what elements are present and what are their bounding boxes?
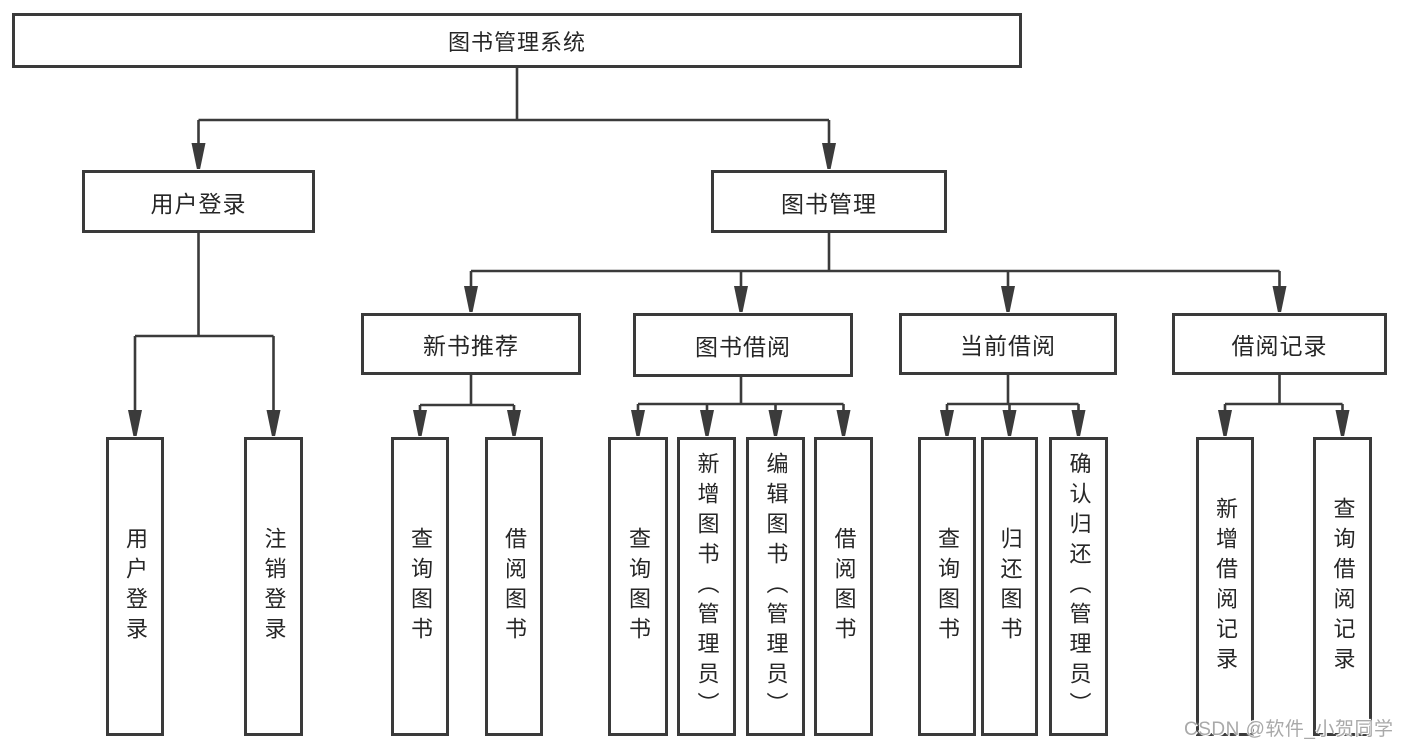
arrow-down-icon <box>1071 410 1086 436</box>
leaf-logout: 注销登录 <box>244 437 303 736</box>
connector-root-to-level2 <box>197 68 831 152</box>
node-user-login: 用户登录 <box>82 170 315 233</box>
arrow-down-icon <box>1002 410 1017 436</box>
arrow-down-icon <box>768 410 783 436</box>
connector-login-to-leaves <box>133 233 275 418</box>
node-user-login-label: 用户登录 <box>150 190 247 217</box>
leaf-add-books-admin-label: 新增图书（管理员） <box>694 451 720 722</box>
arrow-down-icon <box>507 410 521 436</box>
leaf-return-books-label: 归还图书 <box>997 526 1023 647</box>
node-new-book-recommend: 新书推荐 <box>361 313 581 375</box>
arrow-down-icon <box>940 410 954 436</box>
connector-records-to-leaves <box>1223 375 1344 418</box>
node-current-borrowing-label: 当前借阅 <box>960 333 1056 359</box>
arrow-down-icon <box>1335 410 1350 436</box>
arrow-down-icon <box>1272 286 1287 312</box>
node-book-borrowing: 图书借阅 <box>633 313 853 377</box>
node-root: 图书管理系统 <box>12 13 1022 68</box>
arrow-down-icon <box>836 410 851 436</box>
leaf-recommend-query-books: 查询图书 <box>391 437 449 736</box>
leaf-return-books: 归还图书 <box>981 437 1038 736</box>
arrow-down-icon <box>1001 286 1015 312</box>
leaf-query-borrow-record-label: 查询借阅记录 <box>1330 496 1356 677</box>
leaf-user-login: 用户登录 <box>106 437 164 736</box>
arrow-down-icon <box>700 410 714 436</box>
arrow-down-icon <box>266 410 281 436</box>
leaf-add-borrow-record-label: 新增借阅记录 <box>1213 496 1238 677</box>
node-book-management-label: 图书管理 <box>781 190 877 217</box>
arrow-down-icon <box>191 143 206 169</box>
leaf-edit-books-admin: 编辑图书（管理员） <box>746 437 805 736</box>
leaf-query-borrow-record: 查询借阅记录 <box>1313 437 1372 736</box>
leaf-current-query-books-label: 查询图书 <box>935 526 960 647</box>
node-book-borrowing-label: 图书借阅 <box>695 334 791 360</box>
leaf-add-borrow-record: 新增借阅记录 <box>1196 437 1254 736</box>
leaf-borrowing-borrow-books: 借阅图书 <box>814 437 873 736</box>
node-current-borrowing: 当前借阅 <box>899 313 1117 375</box>
leaf-recommend-borrow-books-label: 借阅图书 <box>502 526 527 647</box>
node-book-management: 图书管理 <box>711 170 947 233</box>
leaf-edit-books-admin-label: 编辑图书（管理员） <box>763 451 789 722</box>
arrowheads <box>128 143 1350 436</box>
connector-recommend-to-leaves <box>418 375 516 418</box>
arrow-down-icon <box>631 410 645 436</box>
leaf-recommend-query-books-label: 查询图书 <box>408 526 433 647</box>
arrow-down-icon <box>413 410 427 436</box>
leaf-logout-label: 注销登录 <box>261 526 287 647</box>
watermark: CSDN @软件_小贺同学 <box>1184 719 1394 740</box>
leaf-borrowing-borrow-books-label: 借阅图书 <box>831 526 857 647</box>
leaf-confirm-return-admin-label: 确认归还（管理员） <box>1066 451 1092 722</box>
arrow-down-icon <box>734 286 748 312</box>
arrow-down-icon <box>822 143 836 169</box>
node-borrowing-records-label: 借阅记录 <box>1231 333 1328 359</box>
arrow-down-icon <box>464 286 478 312</box>
connector-mgmt-to-level3 <box>469 233 1281 294</box>
leaf-add-books-admin: 新增图书（管理员） <box>677 437 736 736</box>
leaf-confirm-return-admin: 确认归还（管理员） <box>1049 437 1108 736</box>
leaf-current-query-books: 查询图书 <box>918 437 976 736</box>
leaf-recommend-borrow-books: 借阅图书 <box>485 437 543 736</box>
node-borrowing-records: 借阅记录 <box>1172 313 1387 375</box>
node-root-label: 图书管理系统 <box>447 29 586 55</box>
leaf-user-login-label: 用户登录 <box>123 526 148 647</box>
leaf-borrowing-query-books-label: 查询图书 <box>626 526 651 647</box>
node-new-book-recommend-label: 新书推荐 <box>423 333 519 359</box>
arrow-down-icon <box>1218 410 1232 436</box>
leaf-borrowing-query-books: 查询图书 <box>608 437 668 736</box>
arrow-down-icon <box>128 410 142 436</box>
connector-borrowing-to-leaves <box>636 377 845 418</box>
